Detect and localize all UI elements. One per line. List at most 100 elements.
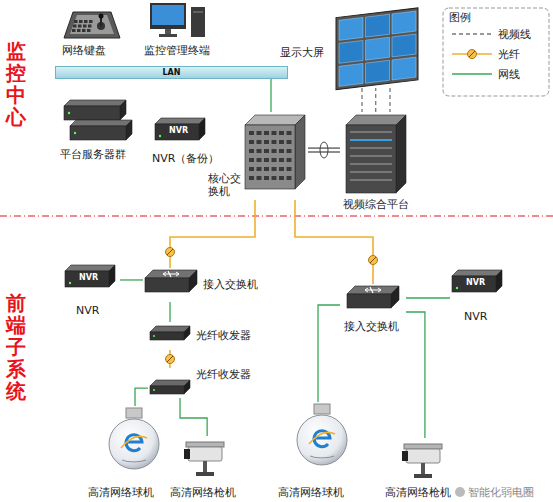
- drawing-part: [82, 29, 86, 32]
- drawing-part: [452, 276, 496, 292]
- drawing-part: [421, 463, 425, 475]
- fiber-marker: [469, 51, 475, 57]
- drawing-part: [109, 265, 115, 287]
- drawing-part: [396, 115, 406, 193]
- drawing-part: [70, 126, 126, 140]
- drawing-part: [455, 487, 465, 497]
- drawing-part: [184, 449, 190, 459]
- drawing-part: [249, 158, 254, 162]
- watermark: 智能化弱电圈: [468, 486, 534, 499]
- drawing-part: [78, 25, 82, 28]
- drawing-part: [272, 158, 277, 162]
- drawing-part: [452, 270, 502, 276]
- drawing-part: [249, 176, 254, 180]
- network-link: [406, 312, 425, 438]
- device-caption: NVR（备份）: [152, 152, 219, 165]
- drawing-part: [74, 20, 78, 23]
- bus-label: LAN: [56, 67, 287, 78]
- drawing-part: [88, 25, 92, 28]
- section-label: 监控中心: [6, 40, 26, 128]
- nvr-icon: [452, 270, 502, 292]
- terminal-device: 监控管理终端: [140, 2, 224, 60]
- device-label: NVR: [79, 273, 98, 283]
- cable-decoration: [308, 88, 465, 497]
- drawing-part: [72, 29, 76, 32]
- device-caption: 高清网络枪机: [385, 486, 451, 499]
- dome-camera: 高清网络球机: [86, 406, 162, 500]
- drawing-part: [287, 149, 292, 153]
- drawing-part: [279, 131, 284, 135]
- fiber-marker: [166, 355, 175, 364]
- legend-frame: [443, 8, 549, 96]
- drawing-part: [287, 158, 292, 162]
- drawing-part: [257, 149, 262, 153]
- fiber-marker: [370, 257, 376, 263]
- fiber-transceiver: 光纤收发器: [148, 322, 260, 350]
- drawing-part: [366, 14, 390, 37]
- network-link: [270, 79, 271, 112]
- drawing-part: [366, 37, 390, 60]
- drawing-part: [203, 461, 207, 473]
- drawing-part: [186, 442, 224, 447]
- device-caption: NVR: [464, 310, 487, 323]
- drawing-part: [153, 335, 155, 337]
- drawing-part: [79, 20, 83, 23]
- drawing-part: [121, 436, 147, 448]
- drawing-part: [314, 404, 330, 414]
- network-link: [180, 398, 207, 436]
- drawing-part: [257, 167, 262, 171]
- drawing-part: [279, 176, 284, 180]
- drawing-part: [64, 12, 120, 38]
- access-switch-icon: [347, 286, 399, 308]
- drawing-part: [264, 158, 269, 162]
- drawing-part: [350, 179, 392, 181]
- drawing-part: [99, 14, 104, 19]
- drawing-part: [145, 270, 197, 278]
- device-caption: 核心交 换机: [208, 172, 244, 198]
- drawing-part: [122, 460, 146, 462]
- drawing-part: [272, 167, 277, 171]
- fiber-marker: [369, 256, 378, 265]
- network-link: [169, 302, 170, 322]
- device-caption: 光纤收发器: [196, 368, 251, 381]
- dome-camera-icon: [109, 408, 159, 469]
- drawing-part: [163, 272, 179, 276]
- drawing-part: [272, 140, 277, 144]
- drawing-part: [295, 115, 305, 189]
- drawing-part: [365, 287, 381, 293]
- drawing-part: [350, 139, 392, 141]
- fiber-link: [295, 200, 373, 284]
- drawing-part: [350, 131, 392, 133]
- bullet-camera: 高清网络枪机: [382, 438, 456, 500]
- drawing-part: [350, 155, 392, 157]
- drawing-part: [126, 408, 142, 418]
- fiber-markers: [166, 248, 378, 364]
- drawing-part: [87, 29, 91, 32]
- device-caption: 光纤收发器: [196, 329, 251, 342]
- device-caption: 接入交换机: [344, 320, 399, 333]
- drawing-part: [189, 270, 197, 292]
- drawing-part: [126, 120, 132, 140]
- drawing-part: [310, 456, 334, 458]
- drawing-part: [120, 100, 126, 120]
- drawing-part: [159, 135, 161, 137]
- network-link: [120, 279, 143, 280]
- network-link: [406, 297, 450, 298]
- bullet-camera-icon: [402, 444, 442, 478]
- drawing-part: [245, 125, 295, 189]
- drawing-part: [287, 167, 292, 171]
- drawing-part: [347, 294, 391, 308]
- drawing-part: [496, 270, 502, 292]
- device-caption: 视频综合平台: [343, 198, 409, 211]
- drawing-part: [392, 57, 416, 80]
- device-caption: 高清网络枪机: [170, 486, 236, 499]
- drawing-part: [196, 472, 214, 476]
- nvr-device: NVRNVR: [450, 268, 508, 330]
- drawing-part: [163, 271, 179, 277]
- dome-camera: 高清网络球机: [276, 402, 352, 500]
- drawing-part: [336, 8, 418, 90]
- device-caption: 显示大屏: [280, 46, 324, 59]
- legend-sample: [452, 73, 492, 74]
- fiber-marker: [166, 248, 175, 257]
- drawing-part: [70, 120, 132, 126]
